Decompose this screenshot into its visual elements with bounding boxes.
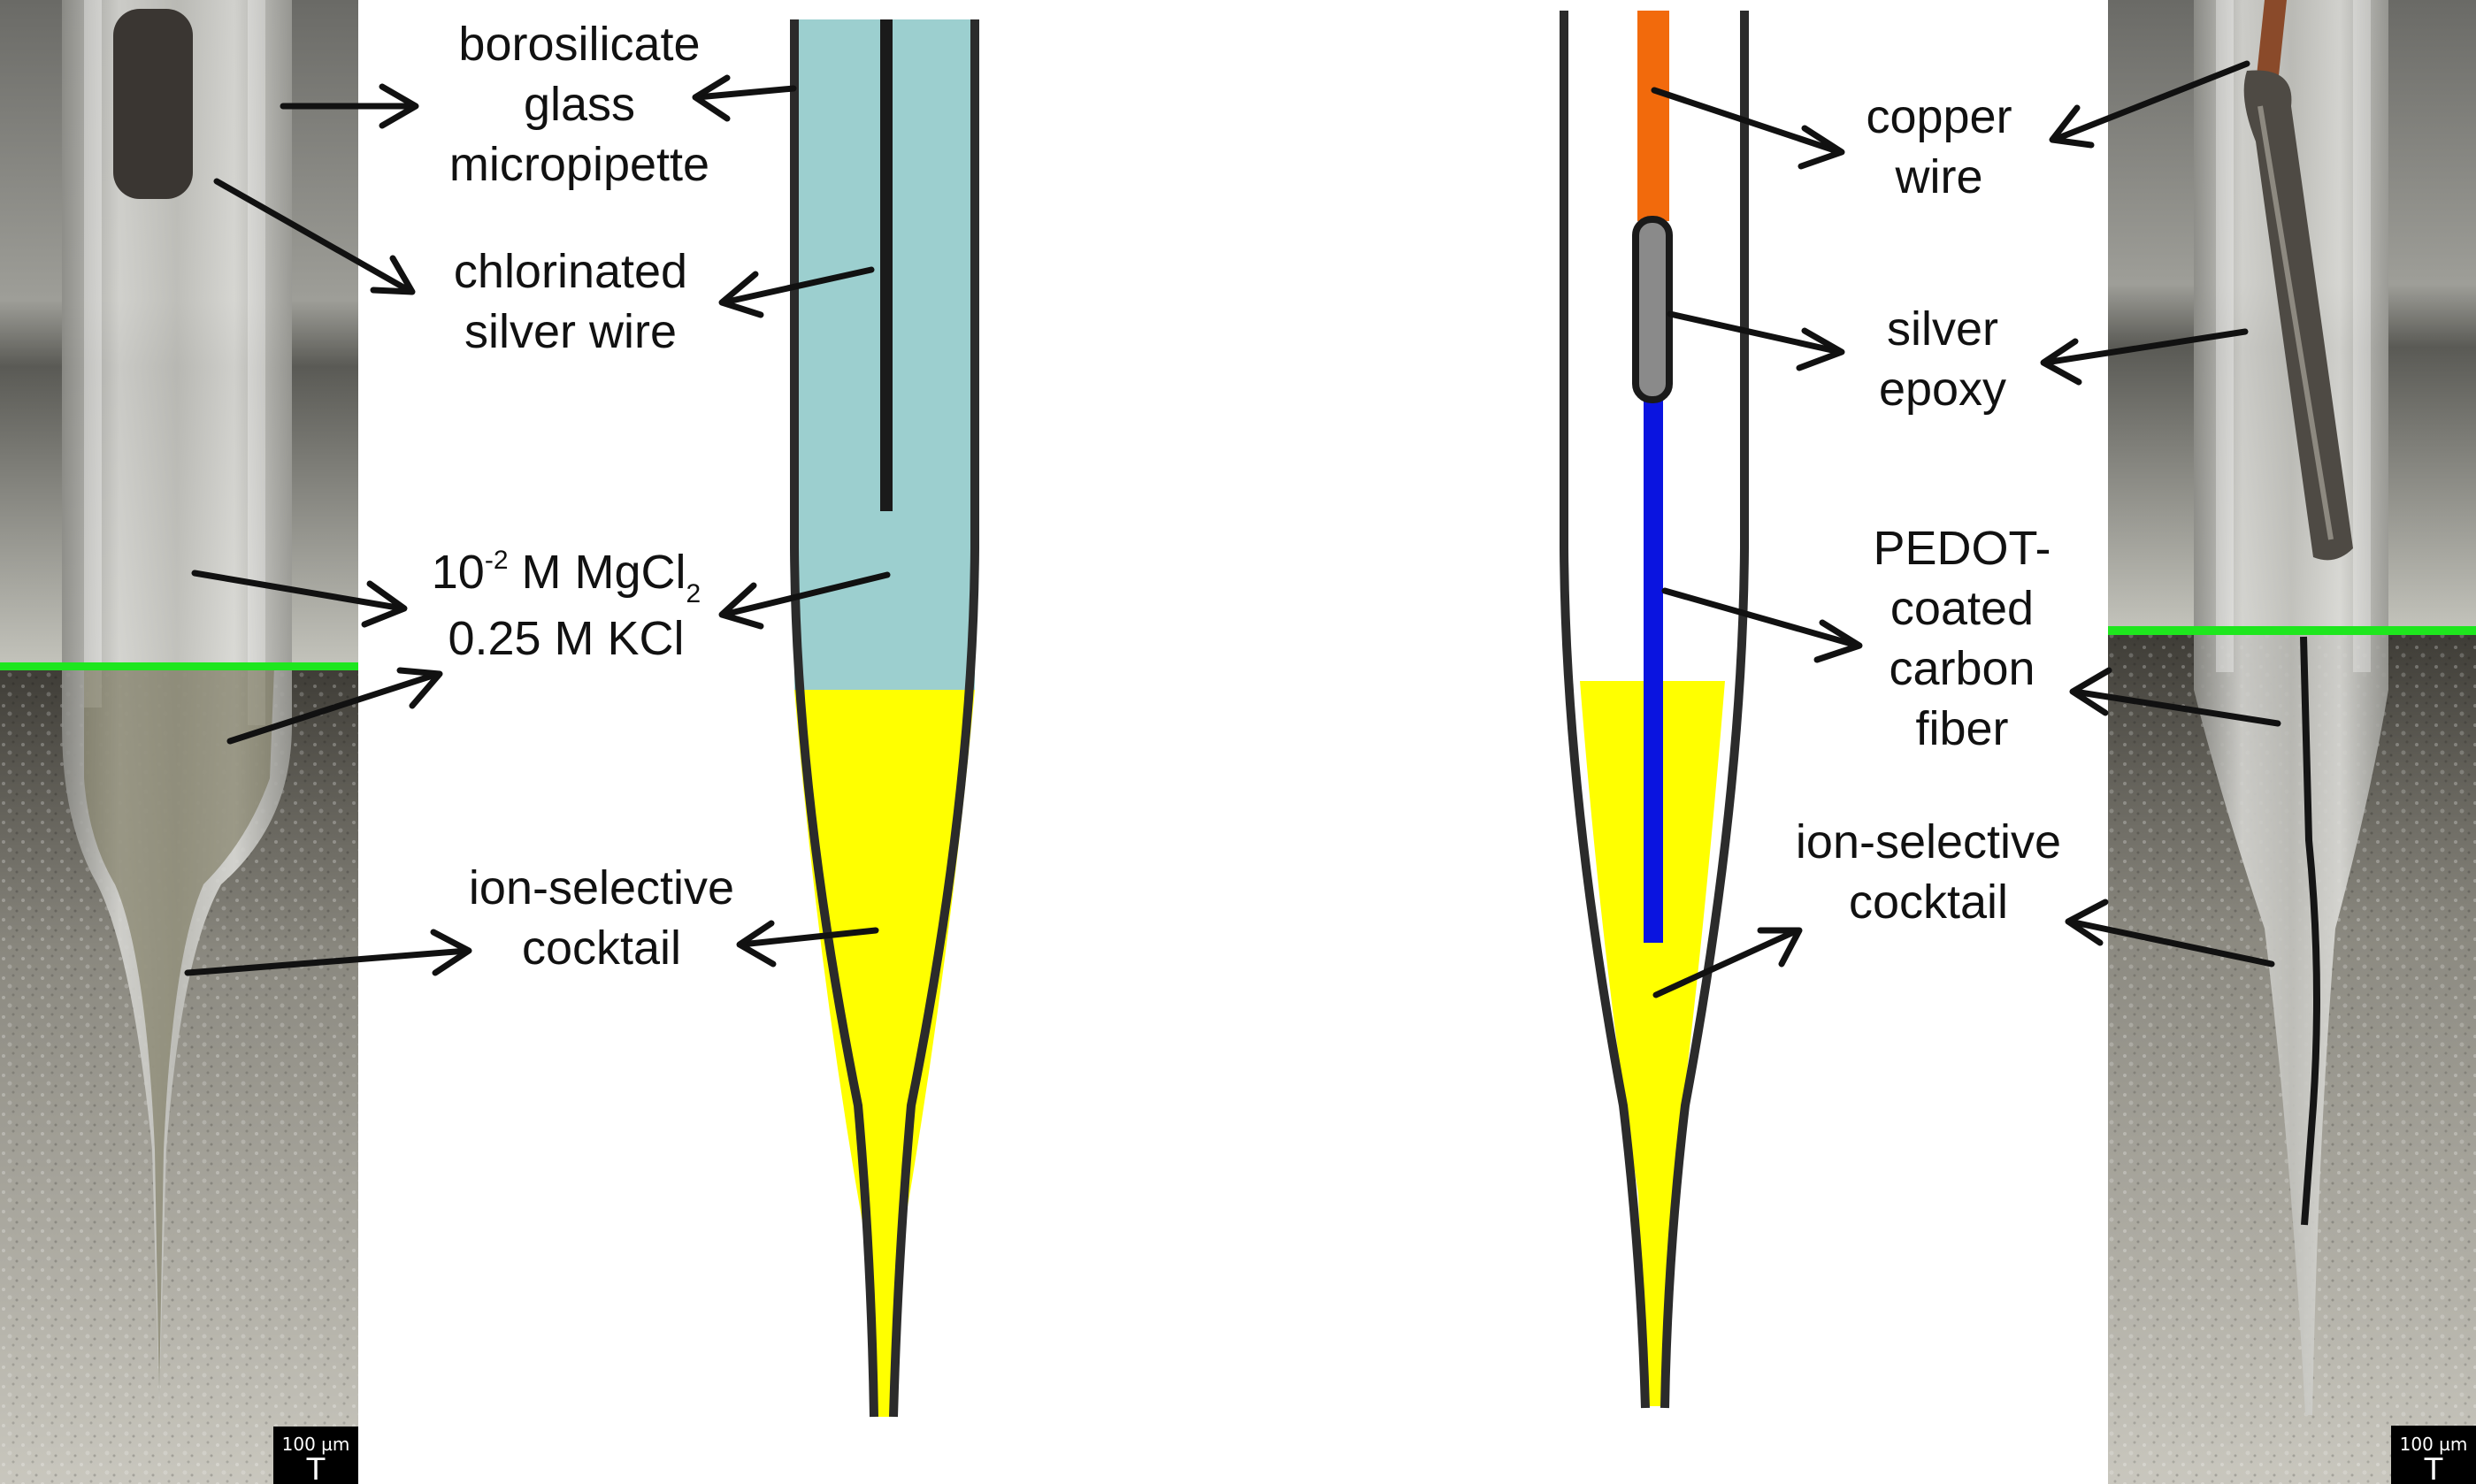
svg-text:10-2 M MgCl2: 10-2 M MgCl2 — [432, 546, 701, 608]
svg-text:cocktail: cocktail — [1849, 876, 2008, 929]
arrow-photo-to-cocktail-right-label — [2065, 899, 2275, 968]
arrow-photo-to-solution-label — [191, 570, 408, 628]
svg-text:ion-selective: ion-selective — [1796, 815, 2061, 868]
arrow-schematic-to-cocktail-label — [736, 920, 879, 968]
label-filling-solution: 10-2 M MgCl2 0.25 M KCl — [432, 546, 701, 665]
label-cocktail-left: ion-selective cocktail — [469, 861, 734, 975]
scale-bar-right: 100 µm T — [2391, 1426, 2476, 1484]
photo-copper-wire — [2256, 0, 2287, 84]
right-schematic — [1560, 11, 1749, 1409]
arrow-schematic-to-epoxy-label — [1667, 310, 1845, 371]
silver-epoxy — [1632, 216, 1673, 403]
arrow-schematic-to-solution-label — [718, 571, 891, 630]
svg-text:epoxy: epoxy — [1879, 363, 2006, 416]
interface-line-right — [2108, 626, 2476, 635]
label-copper-wire: copper wire — [1866, 90, 2012, 203]
arrow-photo-to-glass-label — [280, 83, 419, 129]
svg-text:wire: wire — [1894, 150, 1982, 203]
arrow-photo-to-wire-label — [213, 178, 416, 295]
svg-text:100 µm: 100 µm — [2400, 1434, 2468, 1455]
svg-text:copper: copper — [1866, 90, 2012, 143]
pipette-wall-left — [790, 19, 878, 1418]
svg-text:100 µm: 100 µm — [282, 1434, 350, 1455]
pipette-wall-right — [1660, 11, 1749, 1409]
arrow-photo-to-fiber-label — [2069, 667, 2281, 727]
svg-text:ion-selective: ion-selective — [469, 861, 734, 914]
svg-text:T: T — [2424, 1452, 2443, 1484]
arrow-photo-to-epoxy-label — [2040, 328, 2249, 386]
svg-text:T: T — [306, 1452, 326, 1484]
svg-text:chlorinated: chlorinated — [454, 245, 687, 298]
label-glass-micropipette: borosilicate glass micropipette — [449, 18, 709, 191]
photo-silver-epoxy — [2243, 70, 2353, 561]
photo-silver-wire — [113, 9, 193, 199]
arrow-schematic-to-glass-label — [692, 74, 797, 122]
pipette-wall-left — [1560, 11, 1650, 1409]
svg-text:coated: coated — [1890, 582, 2034, 635]
pipette-wall-right — [889, 19, 979, 1418]
label-cocktail-right: ion-selective cocktail — [1796, 815, 2061, 929]
arrow-schematic-to-copper-label — [1651, 87, 1845, 170]
label-carbon-fiber: PEDOT- coated carbon fiber — [1873, 522, 2051, 755]
svg-text:carbon: carbon — [1889, 642, 2035, 695]
arrow-schematic-to-cocktail-right-label — [1652, 927, 1803, 998]
label-silver-wire: chlorinated silver wire — [454, 245, 687, 358]
arrow-schematic-to-fiber-label — [1661, 587, 1863, 663]
left-schematic — [790, 19, 979, 1418]
cocktail-region-left — [794, 690, 975, 1417]
arrow-photo-to-cocktail-label — [184, 929, 472, 976]
svg-text:borosilicate: borosilicate — [458, 18, 700, 71]
interface-line-left — [0, 662, 358, 670]
svg-text:silver: silver — [1887, 302, 1998, 356]
svg-text:glass: glass — [524, 78, 635, 131]
svg-text:PEDOT-: PEDOT- — [1873, 522, 2051, 575]
arrow-schematic-to-wire-label — [718, 266, 875, 318]
copper-wire — [1637, 11, 1669, 221]
svg-text:micropipette: micropipette — [449, 138, 709, 191]
svg-text:0.25 M KCl: 0.25 M KCl — [448, 612, 684, 665]
svg-text:fiber: fiber — [1915, 702, 2008, 755]
schematic-silver-wire — [880, 19, 893, 511]
cocktail-region-right — [1580, 681, 1725, 1406]
carbon-fiber — [1644, 396, 1663, 943]
photo-carbon-fiber — [2300, 636, 2320, 1226]
arrow-photo-to-copper-label — [2049, 60, 2250, 149]
label-silver-epoxy: silver epoxy — [1879, 302, 2006, 416]
svg-text:silver wire: silver wire — [464, 305, 677, 358]
svg-text:cocktail: cocktail — [522, 922, 681, 975]
scale-bar-left: 100 µm T — [273, 1427, 358, 1484]
left-photo: 100 µm T — [0, 0, 358, 1484]
right-photo: 100 µm T — [2108, 0, 2476, 1484]
arrow-photo-lower-to-solution-label — [226, 667, 443, 745]
